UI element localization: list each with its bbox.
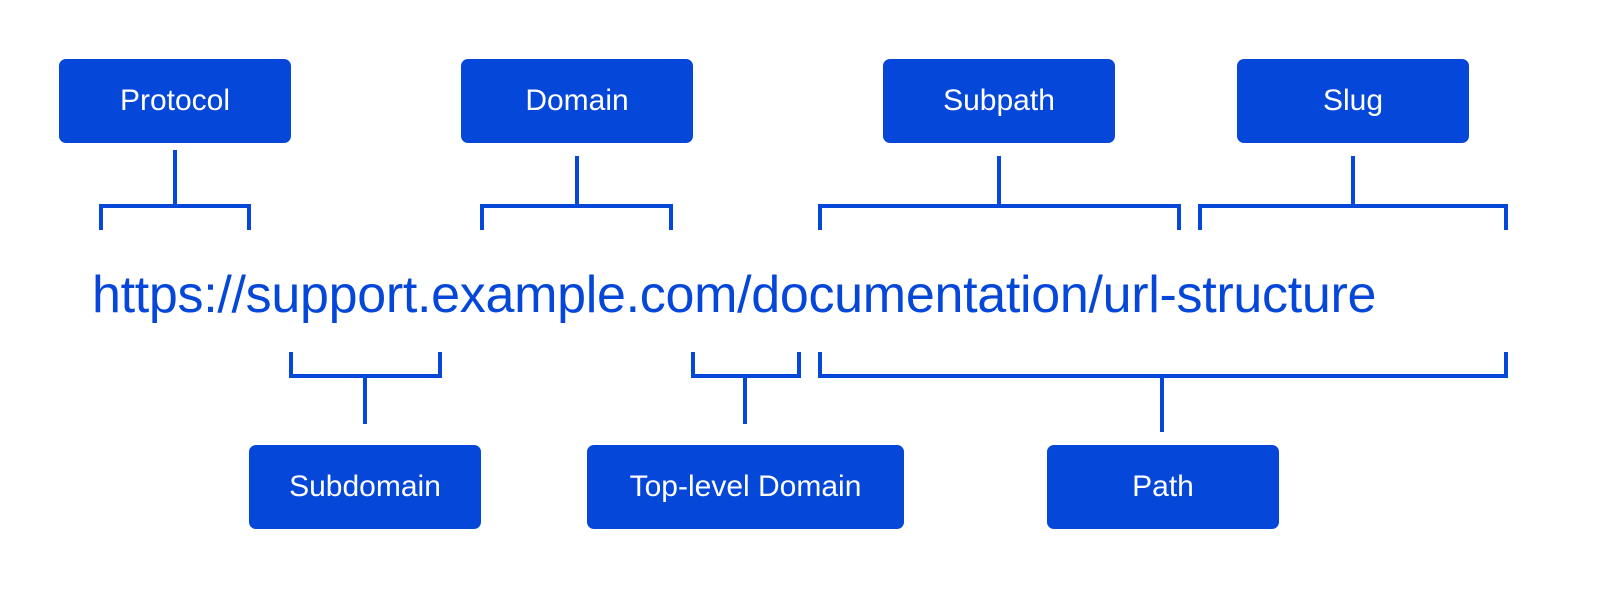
label-subpath: Subpath (883, 59, 1115, 143)
label-top-level-domain: Top-level Domain (587, 445, 904, 529)
bracket-subdomain (289, 352, 442, 424)
url-example: https://support.example.com/documentatio… (92, 266, 1377, 324)
label-domain: Domain (461, 59, 693, 143)
label-subdomain: Subdomain (249, 445, 481, 529)
bracket-protocol (99, 150, 251, 230)
bracket-top-level-domain (691, 352, 801, 424)
bracket-slug (1198, 156, 1508, 230)
bracket-path (818, 352, 1508, 432)
bracket-subpath (818, 156, 1181, 230)
bracket-domain (480, 156, 673, 230)
label-protocol: Protocol (59, 59, 291, 143)
label-slug: Slug (1237, 59, 1469, 143)
label-path: Path (1047, 445, 1279, 529)
